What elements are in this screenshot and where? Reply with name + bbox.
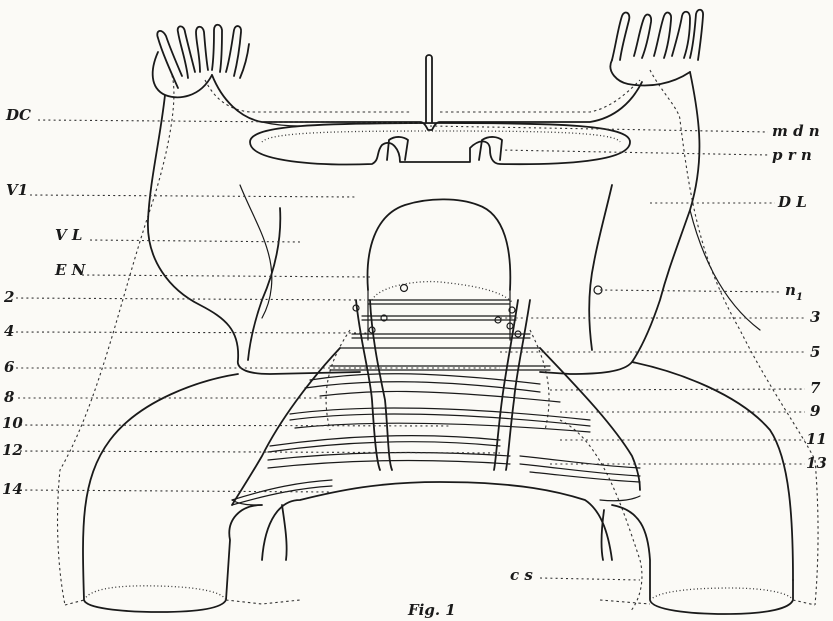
lower-dotted-curve bbox=[326, 330, 642, 612]
label-2: 2 bbox=[3, 288, 14, 306]
label-4: 4 bbox=[4, 322, 14, 340]
left-cuff-rim bbox=[84, 586, 226, 600]
right-arm bbox=[540, 72, 699, 374]
prn-shield bbox=[250, 123, 630, 164]
prn-inner bbox=[262, 131, 620, 142]
right-cuff-rim bbox=[650, 588, 793, 600]
central-arch-dotted bbox=[372, 282, 512, 302]
lower-wing-right bbox=[540, 348, 640, 490]
label-6: 6 bbox=[4, 358, 15, 376]
lower-plate-right bbox=[632, 362, 793, 580]
label-cs: c s bbox=[510, 566, 533, 584]
leader-lines bbox=[16, 120, 805, 580]
label-n1-subscript: 1 bbox=[796, 292, 803, 303]
label-DL: D L bbox=[777, 193, 807, 211]
central-column-base bbox=[368, 290, 510, 340]
label-VL: V L bbox=[55, 226, 82, 244]
label-DC: DC bbox=[5, 106, 31, 124]
prn-tube-left bbox=[387, 137, 408, 160]
left-cuff bbox=[84, 505, 262, 612]
label-prn: p r n bbox=[772, 146, 812, 164]
label-3: 3 bbox=[810, 308, 820, 326]
label-5: 5 bbox=[810, 343, 820, 361]
label-8: 8 bbox=[4, 388, 15, 406]
label-9: 9 bbox=[810, 402, 821, 420]
right-arm-outer-edge bbox=[690, 210, 760, 330]
figure-caption: Fig. 1 bbox=[407, 601, 456, 619]
inner-arch-under bbox=[282, 505, 604, 560]
dorsal-bar bbox=[212, 75, 642, 130]
muscle-strands bbox=[232, 300, 640, 505]
label-14: 14 bbox=[2, 480, 23, 498]
label-13: 13 bbox=[806, 454, 827, 472]
label-7: 7 bbox=[810, 379, 821, 397]
right-digits bbox=[610, 10, 703, 86]
left-arm-inner bbox=[240, 185, 272, 318]
label-n1: n bbox=[785, 281, 796, 299]
label-EN: E N bbox=[54, 261, 87, 279]
label-10: 10 bbox=[2, 414, 23, 432]
label-12: 12 bbox=[2, 441, 23, 459]
dorsal-spine bbox=[426, 55, 432, 122]
lower-plate-left bbox=[83, 374, 238, 600]
label-V1: V1 bbox=[6, 181, 28, 199]
pore-circles bbox=[353, 285, 602, 338]
dorsal-bridge-dotted bbox=[205, 80, 640, 112]
inner-arch bbox=[262, 482, 612, 560]
label-mdn: m d n bbox=[772, 122, 820, 140]
left-digits bbox=[153, 25, 249, 97]
central-column bbox=[367, 199, 510, 290]
label-11: 11 bbox=[806, 430, 827, 448]
right-arm-inner bbox=[589, 185, 612, 350]
right-cuff bbox=[612, 505, 793, 614]
